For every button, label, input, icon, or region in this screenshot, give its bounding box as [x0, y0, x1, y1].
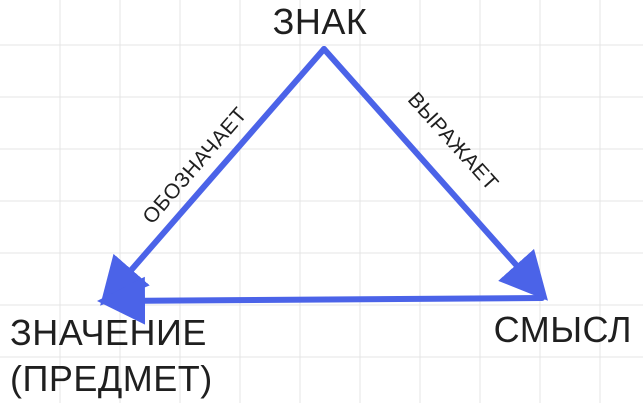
edge-label-vyrazhaet: ВЫРАЖАЕТ — [403, 88, 503, 195]
arrow-znak-to-znachenie — [100, 46, 327, 306]
edge-label-oboznachaet: ОБОЗНАЧАЕТ — [138, 103, 251, 228]
node-label-znachenie: ЗНАЧЕНИЕ — [10, 312, 207, 353]
arrow-smysl-to-znachenie — [97, 276, 545, 325]
node-label-znak: ЗНАК — [273, 1, 368, 42]
node-label-smysl: СМЫСЛ — [494, 309, 632, 350]
arrows — [97, 46, 548, 325]
arrow-znak-to-smysl — [321, 46, 548, 301]
node-label-predmet: (ПРЕДМЕТ) — [10, 358, 213, 399]
